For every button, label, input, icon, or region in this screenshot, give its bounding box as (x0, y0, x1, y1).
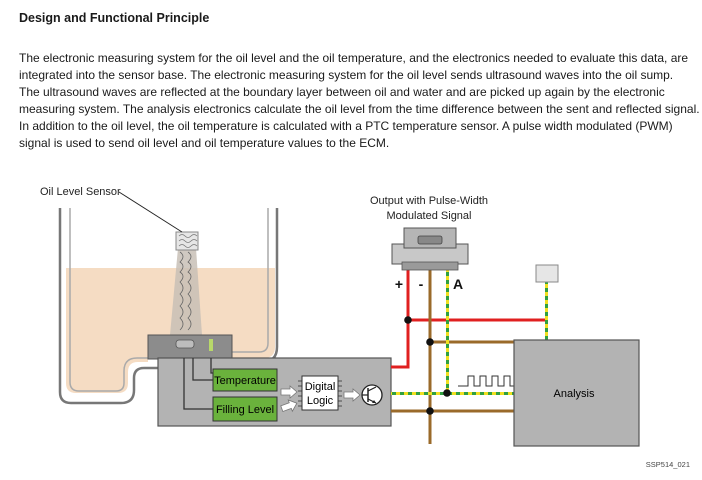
output-label-line1: Output with Pulse-Width (370, 195, 488, 207)
internal-wiring (183, 358, 213, 410)
paragraph-line: signal is used to send oil level and oil… (19, 136, 390, 150)
page-title: Design and Functional Principle (19, 11, 210, 25)
transistor-icon (361, 384, 383, 406)
sensor-head (147, 334, 233, 360)
figure-code: SSP514_021 (646, 460, 690, 469)
pin-plus-label: + (395, 276, 403, 292)
analysis-box: Analysis (513, 339, 640, 447)
intro-paragraph: The electronic measuring system for the … (19, 50, 700, 152)
paragraph-line: In addition to the oil level, the oil te… (19, 119, 673, 133)
digital-logic-label-line1: Digital (305, 381, 336, 393)
filling-level-label: Filling Level (216, 404, 274, 416)
arrow-icon (343, 388, 361, 402)
filling-level-block: Filling Level (212, 396, 278, 422)
digital-logic-chip: Digital Logic (298, 375, 342, 411)
red-wire (391, 270, 547, 369)
paragraph-line: integrated into the sensor base. The ele… (19, 68, 674, 82)
paragraph-line: The electronic measuring system for the … (19, 51, 689, 65)
output-label-line2: Modulated Signal (386, 210, 471, 222)
arrow-icon (280, 385, 298, 413)
wire-junctions (404, 316, 451, 415)
digital-logic-label-line2: Logic (307, 395, 334, 407)
pwm-waveform (458, 375, 518, 387)
sensor-leader-line (118, 191, 183, 233)
pin-minus-label: - (419, 276, 424, 292)
ecm-connector (535, 264, 559, 283)
pin-a-label: A (453, 276, 463, 292)
temperature-label: Temperature (214, 375, 276, 387)
ultrasound-beam (170, 231, 202, 335)
temperature-block: Temperature (212, 368, 278, 392)
analysis-label: Analysis (554, 388, 595, 400)
paragraph-line: The ultrasound waves are reflected at th… (19, 85, 665, 99)
signal-wire (391, 270, 548, 395)
paragraph-line: measuring system. The analysis electroni… (19, 102, 700, 116)
oil-level-sensor-label: Oil Level Sensor (40, 186, 121, 198)
output-connector (391, 227, 469, 271)
